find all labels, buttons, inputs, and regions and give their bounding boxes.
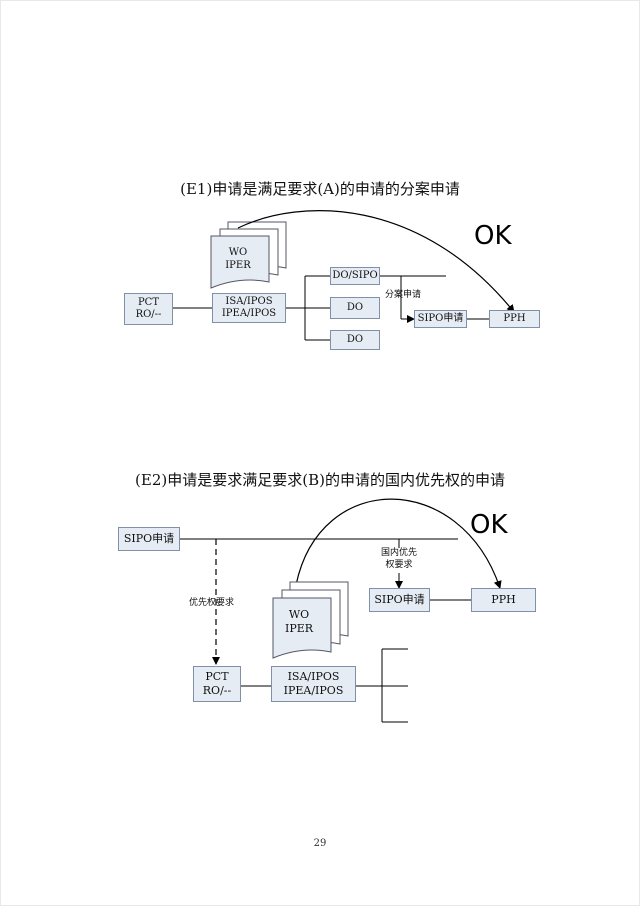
e1-do-box-1: DO — [330, 297, 380, 319]
e2-pct-line1: PCT — [205, 670, 229, 684]
e2-pct-box: PCT RO/-- — [193, 666, 241, 702]
e2-priority-claim-label: 优先权要求 — [189, 598, 235, 608]
e2-domestic-priority-label: 国内优先 权要求 — [377, 548, 421, 571]
e1-wo-document-stack — [210, 221, 287, 289]
e1-isa-line2: IPEA/IPOS — [221, 308, 277, 319]
e2-pph-box: PPH — [471, 588, 536, 612]
e2-pct-line2: RO/-- — [202, 684, 232, 697]
e1-wo-doc-line2: IPER — [225, 260, 251, 271]
e2-wo-doc-line1: WO — [288, 608, 310, 621]
e2-isa-line1: ISA/IPOS — [287, 670, 340, 684]
e1-title: (E1)申请是满足要求(A)的申请的分案申请 — [180, 180, 460, 198]
e1-sipo-box: SIPO申请 — [414, 310, 467, 328]
e1-pct-line1: PCT — [137, 296, 160, 308]
e2-isa-line2: IPEA/IPOS — [283, 684, 344, 697]
e1-pct-line2: RO/-- — [135, 309, 162, 320]
e1-do-sipo-box: DO/SIPO — [330, 267, 380, 285]
e2-ok-arc — [295, 498, 502, 589]
e2-domestic-priority-line1: 国内优先 — [380, 548, 417, 558]
e1-pph-box: PPH — [489, 310, 540, 328]
e1-ok-label: OK — [474, 221, 512, 251]
e2-wo-doc-label: WO IPER — [275, 608, 323, 637]
e2-title: (E2)申请是要求满足要求(B)的申请的国内优先权的申请 — [135, 471, 505, 489]
e2-domestic-priority-line2: 权要求 — [385, 559, 413, 570]
e1-wo-doc-line1: WO — [228, 247, 248, 258]
e1-isa-line1: ISA/IPOS — [225, 295, 273, 307]
e2-wo-document-stack — [272, 581, 349, 659]
e1-pct-box: PCT RO/-- — [124, 293, 173, 325]
e2-isa-box: ISA/IPOS IPEA/IPOS — [271, 666, 356, 702]
e2-ok-label: OK — [470, 510, 508, 540]
e2-wo-doc-line2: IPER — [284, 622, 314, 636]
e1-divisional-label: 分案申请 — [385, 290, 422, 300]
e1-wo-doc-label: WO IPER — [213, 246, 263, 272]
e1-ok-arc — [237, 210, 515, 313]
e2-sipo-top-box: SIPO申请 — [118, 527, 180, 551]
e1-do-box-2: DO — [330, 330, 380, 350]
page-number: 29 — [313, 838, 327, 849]
e2-sipo-box: SIPO申请 — [369, 588, 430, 612]
e1-isa-box: ISA/IPOS IPEA/IPOS — [212, 293, 286, 323]
